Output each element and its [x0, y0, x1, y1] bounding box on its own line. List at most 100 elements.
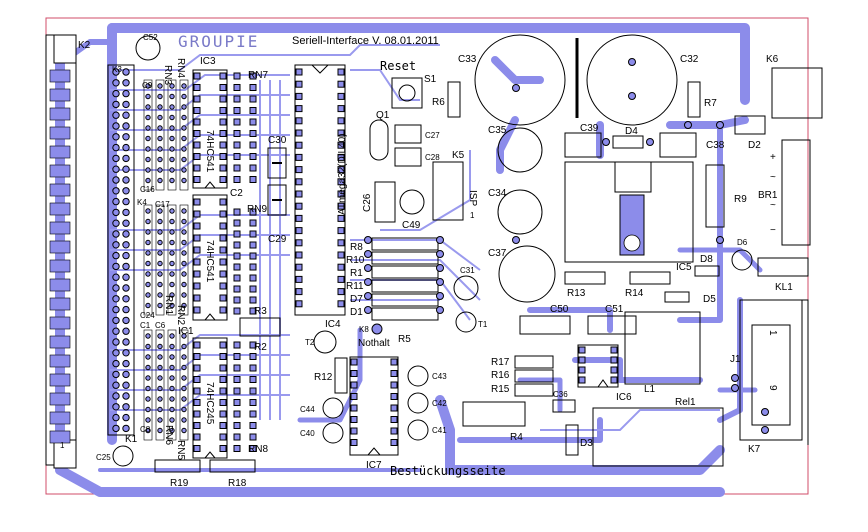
- rn-pad: [157, 167, 163, 173]
- rn-pad: [181, 375, 187, 381]
- edge-finger: [49, 145, 71, 159]
- ic-pin: [249, 107, 257, 114]
- ic-pin: [219, 246, 227, 254]
- rn-pad: [145, 250, 151, 256]
- header-pad: [122, 392, 130, 400]
- c51-capacitor: [587, 315, 637, 335]
- ic-pin: [219, 164, 227, 172]
- ic-pin: [350, 393, 358, 400]
- rn-pad: [181, 239, 187, 246]
- ic-pin: [219, 422, 227, 429]
- br1-plus: +: [770, 152, 776, 163]
- ic-pin: [295, 263, 303, 271]
- c35-capacitor: [497, 127, 543, 173]
- regulator-body: [614, 161, 652, 193]
- rn-pad: [181, 104, 187, 110]
- ic-pin: [233, 399, 241, 406]
- ic-pin: [337, 288, 345, 296]
- rn-pad: [169, 427, 175, 434]
- rn-pad: [145, 239, 151, 246]
- rn-strip: [179, 329, 189, 441]
- ic-pin: [249, 230, 257, 238]
- k3-pin1-label: 1: [60, 441, 65, 450]
- ic-pin: [610, 356, 618, 364]
- rn-pad: [157, 406, 163, 413]
- r18-label: R18: [228, 478, 247, 489]
- j1-pin9-label: 9: [767, 385, 778, 391]
- header-pad: [112, 165, 120, 173]
- rel1-relay: [592, 407, 724, 467]
- header-pad: [112, 111, 120, 119]
- rn-strip: [167, 204, 177, 316]
- ic-pin: [193, 118, 201, 126]
- ic-pin: [233, 230, 241, 238]
- d5-diode: [664, 291, 690, 303]
- k1-connector: [112, 445, 134, 467]
- edge-finger: [49, 183, 71, 197]
- ic-pin: [337, 178, 345, 186]
- rn-pad: [145, 385, 151, 392]
- via-pad: [364, 250, 372, 258]
- rn-pad: [181, 93, 187, 100]
- ic-pin: [193, 246, 201, 254]
- c41-capacitor: [407, 419, 429, 441]
- ic-pin: [233, 208, 241, 216]
- header-pad: [112, 392, 120, 400]
- c39-capacitor: [564, 132, 602, 158]
- ic-pin: [219, 353, 227, 360]
- ic-pin: [233, 364, 241, 372]
- ic-pin: [193, 399, 201, 406]
- board-subtitle: Seriell-Interface V. 08.01.2011: [292, 35, 439, 47]
- rn-pad: [169, 93, 175, 100]
- ic-pin: [350, 381, 358, 389]
- rn8-label: RN8: [248, 444, 268, 455]
- ic-pin: [219, 376, 227, 383]
- header-pad: [112, 295, 120, 303]
- header-pad: [112, 413, 120, 422]
- ic-pin: [390, 416, 398, 423]
- rn-pad: [169, 406, 175, 413]
- ic-pin: [193, 410, 201, 418]
- c27-label: C27: [425, 131, 440, 140]
- header-pad: [112, 424, 120, 433]
- rn-pad: [145, 167, 151, 173]
- ic7-label: IC7: [366, 460, 382, 471]
- c49-label: C49: [402, 220, 421, 231]
- ic-pin: [337, 251, 345, 259]
- rn-pad: [157, 104, 163, 110]
- ic-pin: [233, 341, 241, 349]
- r7-label: R7: [704, 98, 717, 109]
- edge-finger: [49, 88, 71, 102]
- header-pad: [122, 327, 130, 335]
- ic-pin: [337, 263, 345, 271]
- header-pad: [122, 273, 130, 281]
- header-pad: [112, 241, 120, 249]
- rn-pad: [169, 250, 175, 256]
- ic-pin: [249, 399, 257, 406]
- ic-pin: [249, 410, 257, 418]
- via-pad: [716, 121, 724, 129]
- ic-pin: [249, 364, 257, 372]
- rn-pad: [157, 375, 163, 381]
- header-pad: [112, 208, 120, 217]
- ic-pin: [337, 80, 345, 88]
- rn-pad: [169, 417, 175, 423]
- c30-capacitor: [267, 147, 287, 179]
- k8-nothalt-pad: [371, 323, 383, 335]
- resistor-row-stack: [371, 237, 439, 321]
- rn-pad: [181, 208, 187, 214]
- rn-pad: [145, 292, 151, 298]
- ic-pin: [578, 356, 586, 364]
- q1-label: Q1: [376, 110, 390, 121]
- ic-pin: [337, 166, 345, 174]
- d8-diode: [694, 265, 720, 277]
- ic-pin: [233, 95, 241, 103]
- header-pad: [112, 305, 120, 314]
- c27-capacitor: [394, 124, 422, 144]
- ic-pin: [350, 404, 358, 412]
- ic-pin: [233, 252, 241, 260]
- rn1-label: RN1: [163, 295, 174, 315]
- ic-pin: [337, 190, 345, 198]
- rn-strip: [179, 79, 189, 191]
- c29-label: C29: [268, 234, 287, 245]
